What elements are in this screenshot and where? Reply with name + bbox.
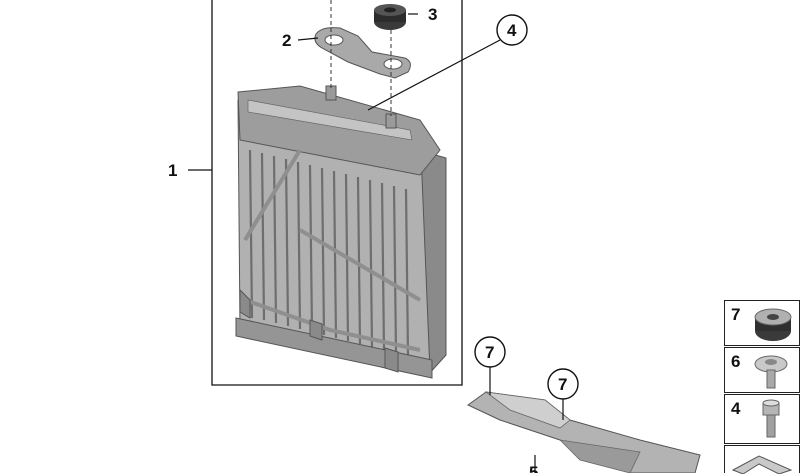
- bolt-icon: [762, 399, 780, 438]
- callout-circle-7a: [474, 336, 506, 368]
- rubber-grommet-part: [374, 4, 406, 30]
- legend-item-clip-nut: 7: [724, 300, 800, 346]
- callout-5: 5: [529, 463, 538, 473]
- callout-1: 1: [168, 161, 177, 180]
- callout-3: 3: [428, 5, 437, 24]
- group-bracket: [211, 0, 463, 386]
- mounting-bracket-part: [314, 27, 411, 79]
- callout-circle-7b: [547, 368, 579, 400]
- screw-icon: [754, 355, 788, 389]
- legend-number: 4: [731, 399, 741, 418]
- legend-item-bolt: 4: [724, 394, 800, 444]
- clip-nut-icon: [754, 308, 792, 341]
- air-duct-part: [467, 391, 701, 473]
- legend-number: 6: [731, 352, 741, 371]
- callout-4: 4: [507, 21, 517, 40]
- callout-7a: 7: [485, 343, 494, 362]
- callout-2: 2: [282, 31, 291, 50]
- callout-circle-4: [496, 14, 528, 46]
- callout-7b: 7: [558, 375, 567, 394]
- arrow-icon: [731, 455, 793, 474]
- legend-number: 7: [731, 305, 741, 324]
- radiator-part: [235, 85, 447, 379]
- legend-item-screw: 6: [724, 347, 800, 393]
- legend-item-arrow: [724, 445, 800, 474]
